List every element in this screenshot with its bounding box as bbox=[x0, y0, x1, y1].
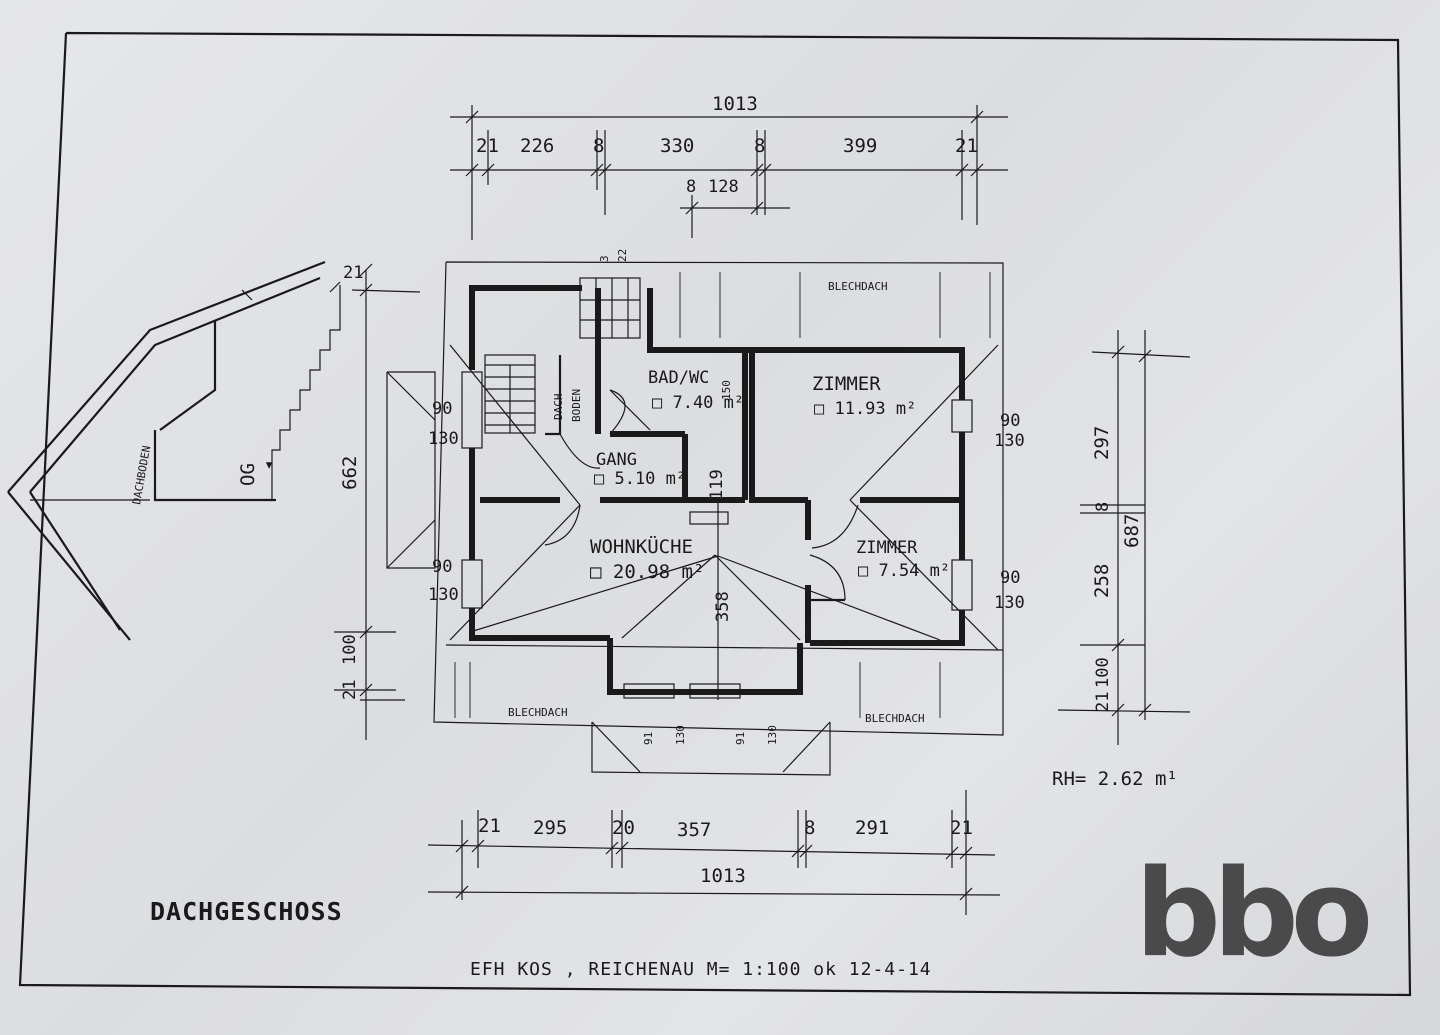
right-dimension-lines bbox=[1057, 330, 1191, 745]
window-bottom-right-height: 130 bbox=[766, 725, 779, 745]
room-height-note: RH= 2.62 m¹ bbox=[1052, 768, 1178, 790]
window-right-upper-height: 130 bbox=[994, 431, 1025, 451]
right-dim-8: 8 bbox=[1093, 502, 1113, 512]
bbo-logo: bbo bbox=[1135, 845, 1369, 984]
right-dim-258: 258 bbox=[1091, 564, 1113, 598]
bottom-dim-291: 291 bbox=[855, 817, 889, 839]
room-dachboden-label-2: BODEN bbox=[570, 389, 583, 422]
roof-label-top: BLECHDACH bbox=[828, 280, 888, 293]
top-dim-330: 330 bbox=[660, 135, 694, 157]
room-zimmer1-area: □ 11.93 m² bbox=[814, 399, 916, 419]
window-bottom-left-width: 91 bbox=[642, 732, 655, 745]
top-dim-8-right: 8 bbox=[754, 135, 765, 157]
roof-label-bottom-right: BLECHDACH bbox=[865, 712, 925, 725]
window-right-lower-height: 130 bbox=[994, 593, 1025, 613]
window-left-lower-height: 130 bbox=[428, 585, 459, 605]
window-left-upper-width: 90 bbox=[432, 399, 452, 419]
left-dim-100: 100 bbox=[340, 634, 360, 665]
top-sub-dim-128: 128 bbox=[708, 177, 739, 197]
right-dim-21-bottom: 21 bbox=[1093, 692, 1113, 712]
top-dim-21-left: 21 bbox=[476, 135, 499, 157]
section-floor-marker: ▾ bbox=[264, 455, 274, 475]
room-wohnkueche-area: □ 20.98 m² bbox=[590, 561, 704, 583]
room-zimmer1-name: ZIMMER bbox=[812, 373, 881, 395]
room-bad-area: □ 7.40 m² bbox=[652, 393, 744, 413]
drawing-frame bbox=[18, 31, 1412, 997]
section-floor-label: OG bbox=[237, 463, 259, 486]
top-dimension-lines bbox=[450, 105, 1008, 240]
left-dim-21-top: 21 bbox=[343, 263, 363, 283]
window-bottom-left-height: 130 bbox=[674, 725, 687, 745]
room-dachboden-label-1: DACH bbox=[552, 394, 565, 421]
bottom-dim-295: 295 bbox=[533, 817, 567, 839]
stair-dim-3: 3 bbox=[598, 255, 611, 262]
door-dim-119: 119 bbox=[707, 469, 727, 500]
wohnkueche-depth-dim: 358 bbox=[713, 591, 733, 622]
top-dim-399: 399 bbox=[843, 135, 877, 157]
staircase bbox=[484, 277, 641, 434]
roof-outline bbox=[386, 261, 1004, 776]
room-gang-name: GANG bbox=[596, 450, 637, 470]
bottom-dim-20: 20 bbox=[612, 817, 635, 839]
top-dim-226: 226 bbox=[520, 135, 554, 157]
left-dim-21-bottom: 21 bbox=[340, 680, 360, 700]
wall-windows bbox=[461, 371, 973, 699]
right-dim-100: 100 bbox=[1093, 657, 1113, 688]
top-dim-21-right: 21 bbox=[955, 135, 978, 157]
right-dim-297: 297 bbox=[1091, 426, 1113, 460]
doors bbox=[544, 389, 859, 602]
window-bottom-right-width: 91 bbox=[734, 732, 747, 745]
top-dim-8-left: 8 bbox=[593, 135, 604, 157]
section-drawing bbox=[7, 260, 341, 641]
top-total-dimension: 1013 bbox=[712, 93, 758, 115]
stair-dim-22: 22 bbox=[616, 249, 629, 262]
section-dachboden-label: DACHBODEN bbox=[130, 445, 153, 506]
bottom-dim-357: 357 bbox=[677, 819, 711, 841]
room-zimmer2-name: ZIMMER bbox=[856, 538, 918, 558]
room-gang-area: □ 5.10 m² bbox=[594, 469, 686, 489]
left-total-dimension: 662 bbox=[339, 456, 361, 490]
bottom-total-dimension: 1013 bbox=[700, 865, 746, 887]
room-zimmer2-area: □ 7.54 m² bbox=[858, 561, 950, 581]
drawing-title: DACHGESCHOSS bbox=[150, 897, 343, 926]
left-dimension-lines bbox=[334, 263, 421, 740]
bottom-dim-21-right: 21 bbox=[950, 817, 973, 839]
walls bbox=[469, 285, 965, 695]
window-left-lower-width: 90 bbox=[432, 557, 452, 577]
bottom-dimension-lines bbox=[427, 790, 1001, 915]
roof-hip-lines bbox=[449, 344, 999, 700]
room-bad-width: 150 bbox=[720, 380, 733, 400]
drawing-footer: EFH KOS , REICHENAU M= 1:100 ok 12-4-14 bbox=[470, 959, 932, 980]
window-left-upper-height: 130 bbox=[428, 429, 459, 449]
room-bad-name: BAD/WC bbox=[648, 368, 709, 388]
roof-label-bottom-left: BLECHDACH bbox=[508, 706, 568, 719]
room-wohnkueche-name: WOHNKÜCHE bbox=[590, 535, 693, 558]
bottom-dim-8: 8 bbox=[804, 817, 815, 839]
top-sub-dim-8: 8 bbox=[686, 177, 696, 197]
bottom-dim-21-left: 21 bbox=[478, 815, 501, 837]
window-right-upper-width: 90 bbox=[1000, 411, 1020, 431]
right-total-dimension: 687 bbox=[1121, 514, 1143, 548]
window-right-lower-width: 90 bbox=[1000, 568, 1020, 588]
